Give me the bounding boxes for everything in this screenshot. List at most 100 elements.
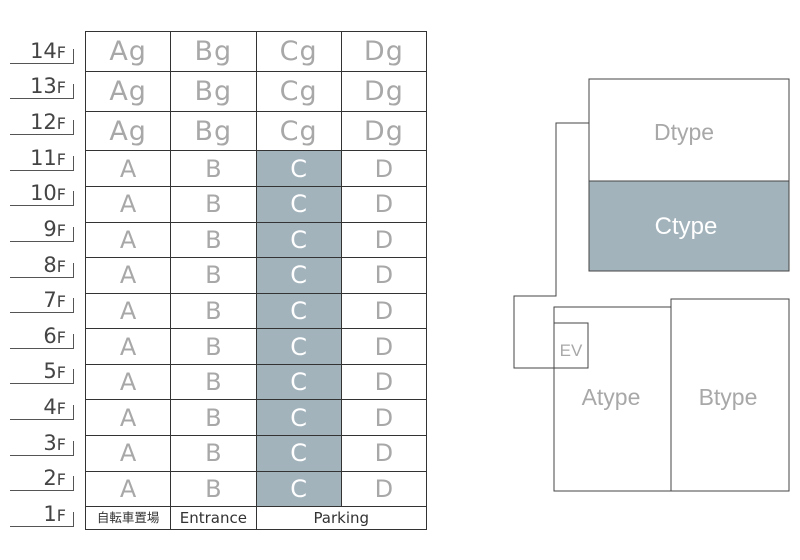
unit-cell: A: [84, 470, 172, 508]
unit-cell: Cg: [255, 31, 342, 72]
unit-cell: Ag: [84, 110, 172, 152]
unit-cell: Dg: [340, 70, 428, 112]
floor-label-3f: 3F: [43, 430, 66, 455]
floor-tick: [73, 512, 74, 526]
unit-cell: Cg: [255, 110, 342, 152]
unit-cell: A: [84, 399, 172, 436]
floor-label-5f: 5F: [43, 359, 66, 384]
floor-underline: [10, 169, 74, 171]
unit-cell: C: [255, 470, 342, 508]
unit-cell: B: [170, 470, 257, 508]
unit-cell: D: [340, 257, 428, 294]
floor-label-9f: 9F: [43, 216, 66, 241]
unit-cell: D: [340, 292, 428, 330]
unit-cell: C: [255, 292, 342, 330]
floor-tick: [73, 440, 74, 455]
floor-tick: [73, 119, 74, 134]
unit-cell: B: [170, 363, 257, 401]
unit-cell: Cg: [255, 70, 342, 112]
floor-underline: [10, 133, 74, 135]
floor-tick: [73, 262, 74, 277]
unit-cell: A: [84, 434, 172, 472]
unit-cell: B: [170, 150, 257, 188]
unit-cell: C: [255, 328, 342, 365]
unit-cell: Ag: [84, 70, 172, 112]
unit-cell: C: [255, 363, 342, 401]
floor-label-13f: 13F: [30, 74, 66, 99]
floor-underline: [10, 454, 74, 456]
floor-tick: [73, 369, 74, 384]
unit-cell: D: [340, 399, 428, 436]
floor-label-4f: 4F: [43, 395, 66, 420]
unit-cell: B: [170, 434, 257, 472]
unit-cell: C: [255, 221, 342, 259]
floor-label-2f: 2F: [43, 466, 66, 491]
floor-underline: [10, 240, 74, 242]
floor-underline: [10, 312, 74, 314]
floor-tick: [73, 48, 74, 63]
unit-cell: B: [170, 221, 257, 259]
floor-underline: [10, 205, 74, 207]
bicycle-parking-cell: 自転車置場: [84, 506, 172, 530]
unit-cell: D: [340, 434, 428, 472]
ev-label: EV: [560, 341, 583, 360]
floor-tick: [73, 191, 74, 206]
floor-underline: [10, 490, 74, 492]
btype-label: Btype: [699, 384, 758, 410]
unit-cell: B: [170, 399, 257, 436]
ctype-unit: [588, 180, 790, 272]
unit-cell: Dg: [340, 110, 428, 152]
ground-floor-row: 自転車置場 Entrance Parking: [84, 506, 427, 530]
floor-label-8f: 8F: [43, 252, 66, 277]
unit-cell: C: [255, 399, 342, 436]
unit-cell: C: [255, 434, 342, 472]
floor-tick: [73, 226, 74, 241]
floor-label-7f: 7F: [43, 288, 66, 313]
unit-cell: A: [84, 150, 172, 188]
ctype-label: Ctype: [655, 213, 718, 240]
floor-underline: [10, 347, 74, 349]
dtype-unit: [588, 78, 790, 182]
unit-cell: B: [170, 292, 257, 330]
unit-cell: Bg: [170, 110, 257, 152]
unit-cell: D: [340, 328, 428, 365]
floor-underline: [10, 62, 74, 64]
unit-cell: D: [340, 363, 428, 401]
floor-underline: [10, 98, 74, 100]
unit-cell: B: [170, 186, 257, 223]
floor-tick: [73, 405, 74, 420]
atype-label: Atype: [582, 384, 641, 410]
floor-underline: [10, 526, 74, 527]
entrance-cell: Entrance: [170, 506, 257, 530]
floor-underline: [10, 383, 74, 385]
unit-cell: D: [340, 470, 428, 508]
btype-unit: [670, 298, 790, 492]
unit-cell: A: [84, 257, 172, 294]
parking-cell: Parking: [255, 506, 427, 530]
floor-tick: [73, 298, 74, 313]
unit-cell: C: [255, 257, 342, 294]
floor-tick: [73, 333, 74, 348]
floor-label-1f: 1F: [43, 502, 66, 526]
floor-underline: [10, 419, 74, 421]
unit-cell: D: [340, 221, 428, 259]
floor-tick: [73, 476, 74, 491]
unit-cell: C: [255, 186, 342, 223]
floor-label-6f: 6F: [43, 323, 66, 348]
dtype-label: Dtype: [654, 119, 714, 145]
floor-label-11f: 11F: [30, 145, 66, 170]
floor-label-14f: 14F: [30, 38, 66, 63]
